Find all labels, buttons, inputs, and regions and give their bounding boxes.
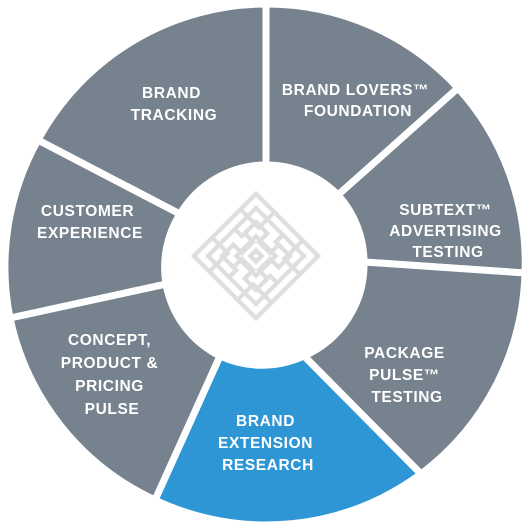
segment-shape-concept-product-pricing-pulse[interactable] [5, 279, 225, 505]
label-package-pulse-testing: PACKAGE PULSE™ TESTING [364, 345, 449, 406]
segment-subtext-advertising-testing[interactable]: SUBTEXT™ ADVERTISING TESTING [333, 83, 528, 277]
segment-shape-brand-extension-research[interactable] [150, 351, 427, 528]
label-brand-lovers-foundation: BRAND LOVERS™ FOUNDATION [282, 82, 434, 120]
label-customer-experience: CUSTOMER EXPERIENCE [37, 203, 143, 242]
label-subtext-advertising-testing: SUBTEXT™ ADVERTISING TESTING [389, 202, 506, 261]
label-concept-product-pricing-pulse: CONCEPT, PRODUCT & PRICING PULSE [61, 332, 163, 418]
label-brand-tracking: BRAND TRACKING [131, 85, 218, 124]
maze-knot-icon [190, 190, 322, 322]
segment-brand-extension-research[interactable]: BRAND EXTENSION RESEARCH [150, 351, 427, 528]
segment-concept-product-pricing-pulse[interactable]: CONCEPT, PRODUCT & PRICING PULSE [5, 279, 225, 505]
segment-shape-subtext-advertising-testing[interactable] [333, 83, 528, 277]
label-brand-extension-research: BRAND EXTENSION RESEARCH [218, 413, 318, 474]
